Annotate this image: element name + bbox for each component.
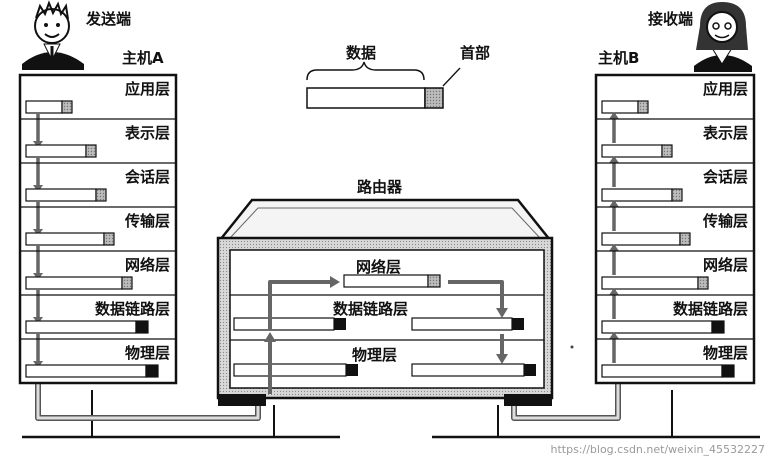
router-packets <box>233 274 536 377</box>
host-a-packet-header <box>85 144 97 158</box>
host-a-packet-header <box>95 188 107 202</box>
host-a-packet-data <box>25 188 97 202</box>
host-b-packet-header <box>661 144 673 158</box>
host-b-layer-label: 数据链路层 <box>673 300 748 318</box>
host-b-packet-data <box>601 320 713 334</box>
host-b-packet-header <box>711 320 725 334</box>
router-layer-network: 网络层 <box>356 258 401 276</box>
host-a-layer-label: 数据链路层 <box>95 300 170 318</box>
host-a-layer-label: 会话层 <box>125 168 170 186</box>
host-b-layer-label: 应用层 <box>703 80 748 98</box>
host-b-layer-label: 网络层 <box>703 256 748 274</box>
legend-data-block <box>306 87 426 109</box>
legend-header-label: 首部 <box>460 44 490 62</box>
host-b-packet-header <box>697 276 709 290</box>
host-b-packet-data <box>601 188 673 202</box>
host-b-packet-header <box>679 232 691 246</box>
host-a-layer-label: 表示层 <box>125 124 170 142</box>
router-layer-physical: 物理层 <box>352 346 397 364</box>
host-a-layer-label: 应用层 <box>125 80 170 98</box>
router-layer-datalink: 数据链路层 <box>333 300 408 318</box>
router-port-right <box>504 394 552 406</box>
legend: 数据 首部 <box>306 44 490 109</box>
host-b-packet-header <box>721 364 735 378</box>
host-b-packet-header <box>671 188 683 202</box>
host-b-packet-data <box>601 144 663 158</box>
host-b-packet-data <box>601 232 681 246</box>
host-a-packet-header <box>121 276 133 290</box>
host-b-packet-header <box>637 100 649 114</box>
host-b-layer-label: 传输层 <box>702 212 748 230</box>
host-b-layer-label: 会话层 <box>703 168 748 186</box>
legend-header-block <box>424 87 444 109</box>
legend-data-label: 数据 <box>346 44 376 62</box>
host-b-packet-data <box>601 364 723 378</box>
sender-person-icon <box>22 0 84 70</box>
host-a-layer-label: 传输层 <box>124 212 170 230</box>
host-a-packet-data <box>25 364 147 378</box>
host-b-layer-label: 表示层 <box>703 124 748 142</box>
host-a-packet-data <box>25 320 137 334</box>
sender-label: 发送端 <box>85 10 131 28</box>
host-a-packet-header <box>61 100 73 114</box>
host-b-label: 主机B <box>598 49 639 67</box>
host-b-layer-label: 物理层 <box>703 344 748 362</box>
receiver-person-icon <box>694 2 752 72</box>
host-a-packet-header <box>103 232 115 246</box>
host-a-layer-label: 网络层 <box>125 256 170 274</box>
host-a-packet-data <box>25 276 123 290</box>
host-a-packet-header <box>135 320 149 334</box>
host-b-packet-data <box>601 276 699 290</box>
host-a-layer-label: 物理层 <box>125 344 170 362</box>
host-a-packet-data <box>25 100 63 114</box>
receiver-label: 接收端 <box>648 10 693 28</box>
router-port-left <box>218 394 266 406</box>
host-a-packet-header <box>145 364 159 378</box>
watermark: https://blog.csdn.net/weixin_45532227 <box>550 443 765 456</box>
host-a-packet-data <box>25 144 87 158</box>
router-label: 路由器 <box>357 178 403 196</box>
host-a-label: 主机A <box>122 49 164 67</box>
host-a-packet-data <box>25 232 105 246</box>
host-b-packet-data <box>601 100 639 114</box>
